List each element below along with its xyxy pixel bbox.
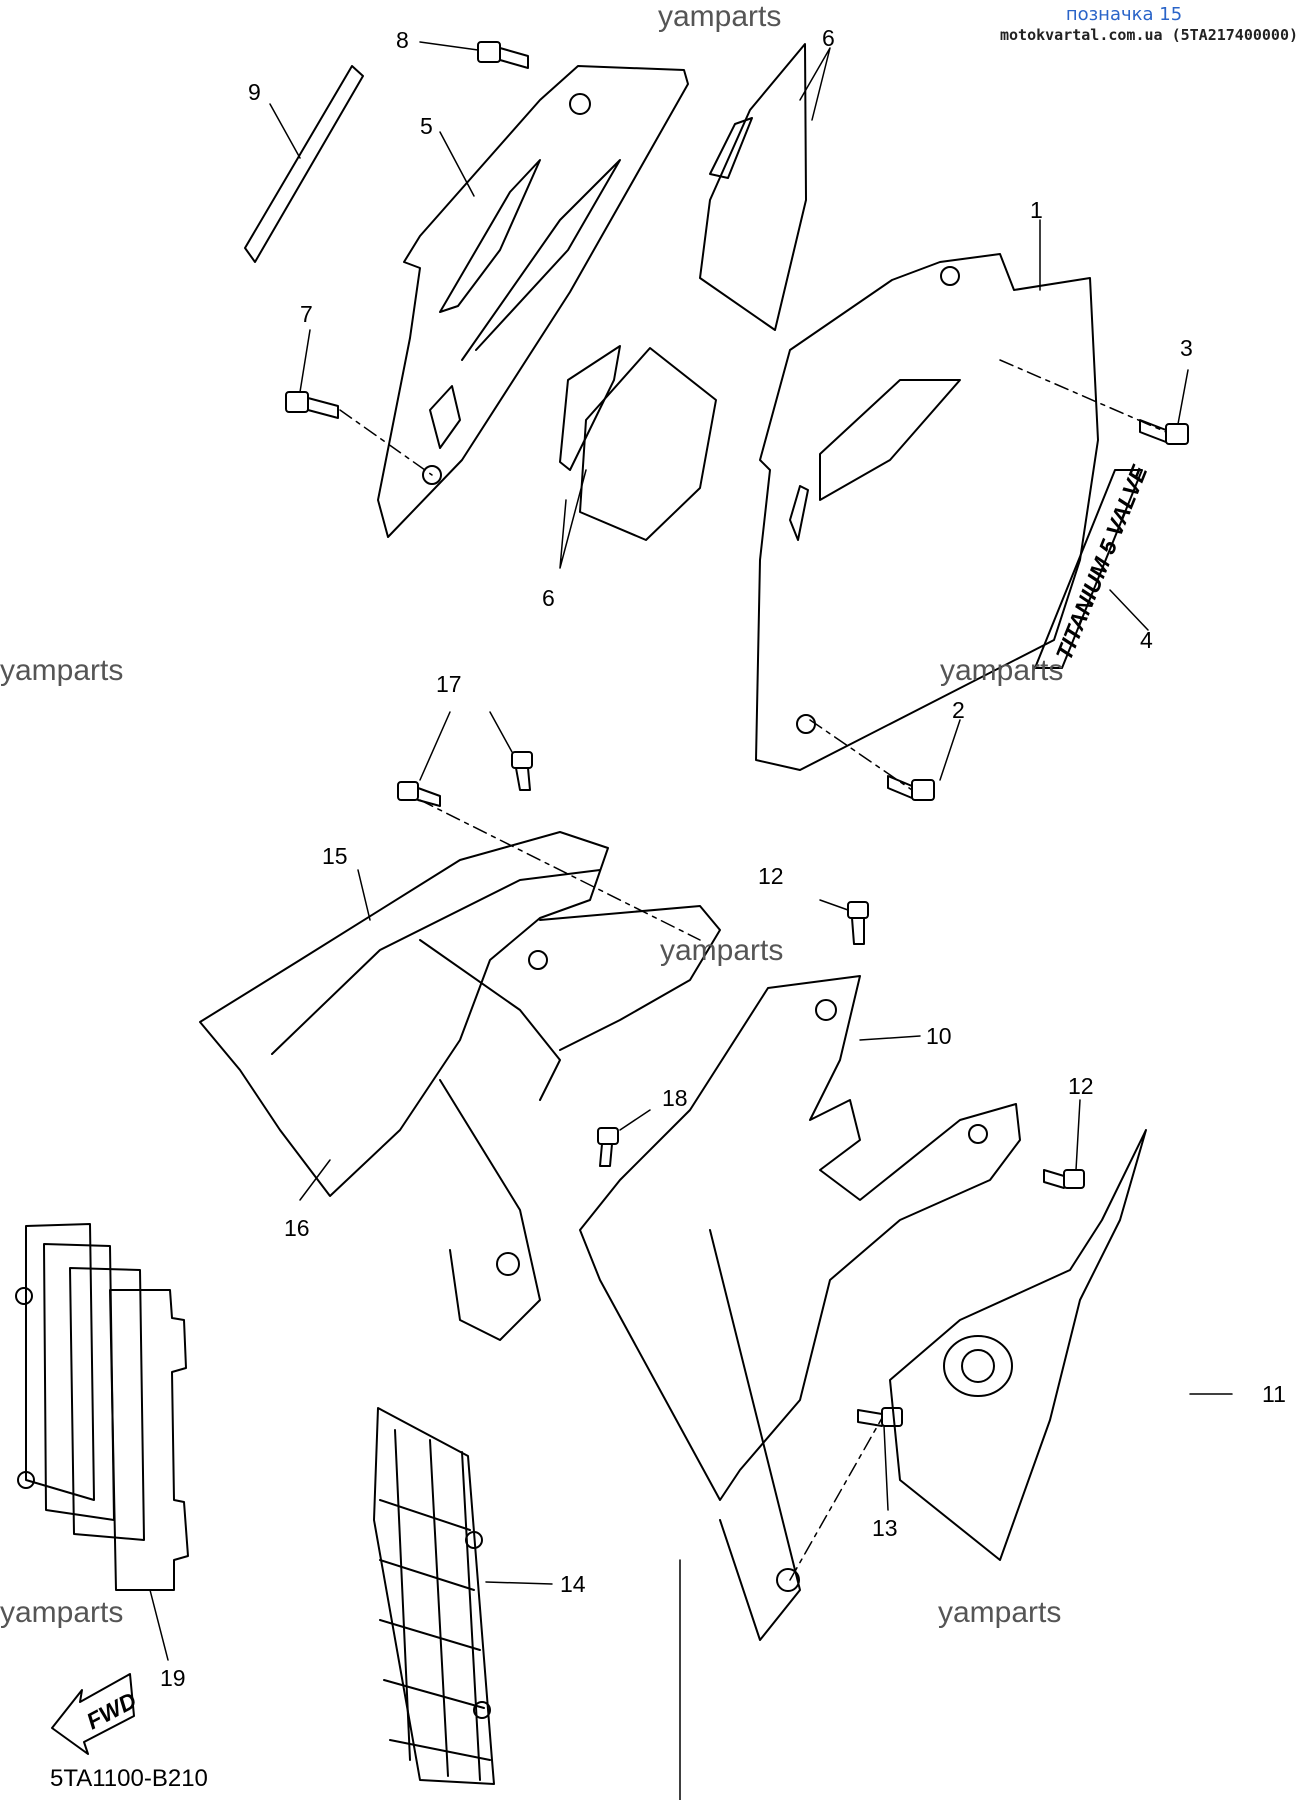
watermark-bottom-left: yamparts — [0, 1596, 123, 1629]
callout-11: 11 — [1262, 1381, 1286, 1407]
callout-12a: 12 — [758, 863, 784, 889]
fwd-arrow-icon — [51, 1673, 135, 1755]
callout-15: 15 — [322, 843, 348, 869]
part-19-guard — [25, 1223, 95, 1501]
part-6-pad-lower — [579, 347, 717, 541]
bolt-17b — [511, 751, 533, 791]
part-14-grill — [373, 1407, 495, 1785]
callout-10: 10 — [926, 1023, 952, 1049]
callout-6a: 6 — [822, 25, 835, 51]
bolt-12b — [1043, 1169, 1085, 1189]
bolt-2 — [887, 775, 935, 801]
part-6-pad-upper — [699, 43, 807, 331]
part-5-side-cover — [377, 65, 689, 538]
header-title: позначка 15 — [1065, 4, 1183, 25]
bolt-3 — [1139, 419, 1189, 445]
callout-18: 18 — [662, 1085, 688, 1111]
watermark-top: yamparts — [658, 0, 781, 33]
callout-16: 16 — [284, 1215, 310, 1241]
part-1-side-cover — [755, 253, 1099, 771]
header-source: motokvartal.com.ua (5TA217400000) — [1000, 26, 1299, 44]
bolt-12a — [847, 901, 869, 945]
bolt-13 — [857, 1407, 903, 1427]
callout-13: 13 — [872, 1515, 898, 1541]
bolt-17a — [397, 781, 441, 807]
callout-17: 17 — [436, 671, 462, 697]
watermark-center: yamparts — [660, 934, 783, 967]
bolt-8 — [477, 41, 529, 69]
callout-7: 7 — [300, 301, 313, 327]
callout-14: 14 — [560, 1571, 586, 1597]
part-10-shroud — [579, 975, 1021, 1501]
callout-6b: 6 — [542, 585, 555, 611]
callout-19: 19 — [160, 1665, 186, 1691]
watermark-left: yamparts — [0, 654, 123, 687]
bolt-7 — [285, 391, 339, 419]
part-4-decal — [1034, 469, 1143, 669]
part-15-shroud — [199, 831, 609, 1197]
callout-3: 3 — [1180, 335, 1193, 361]
callout-8: 8 — [396, 27, 409, 53]
decal-text: TITANIUM 5 VALVE — [1051, 461, 1153, 664]
callout-5: 5 — [420, 113, 433, 139]
diagram-code: 5TA1100-B210 — [50, 1765, 208, 1792]
part-11-decal — [889, 1129, 1147, 1561]
bolt-18 — [597, 1127, 619, 1167]
watermark-right: yamparts — [940, 654, 1063, 687]
watermark-bottom-right: yamparts — [938, 1596, 1061, 1629]
callout-2: 2 — [952, 697, 965, 723]
callout-1: 1 — [1030, 197, 1043, 223]
callout-9: 9 — [248, 79, 261, 105]
callout-12b: 12 — [1068, 1073, 1094, 1099]
callout-4: 4 — [1140, 627, 1153, 653]
part-9-strip — [244, 65, 364, 263]
